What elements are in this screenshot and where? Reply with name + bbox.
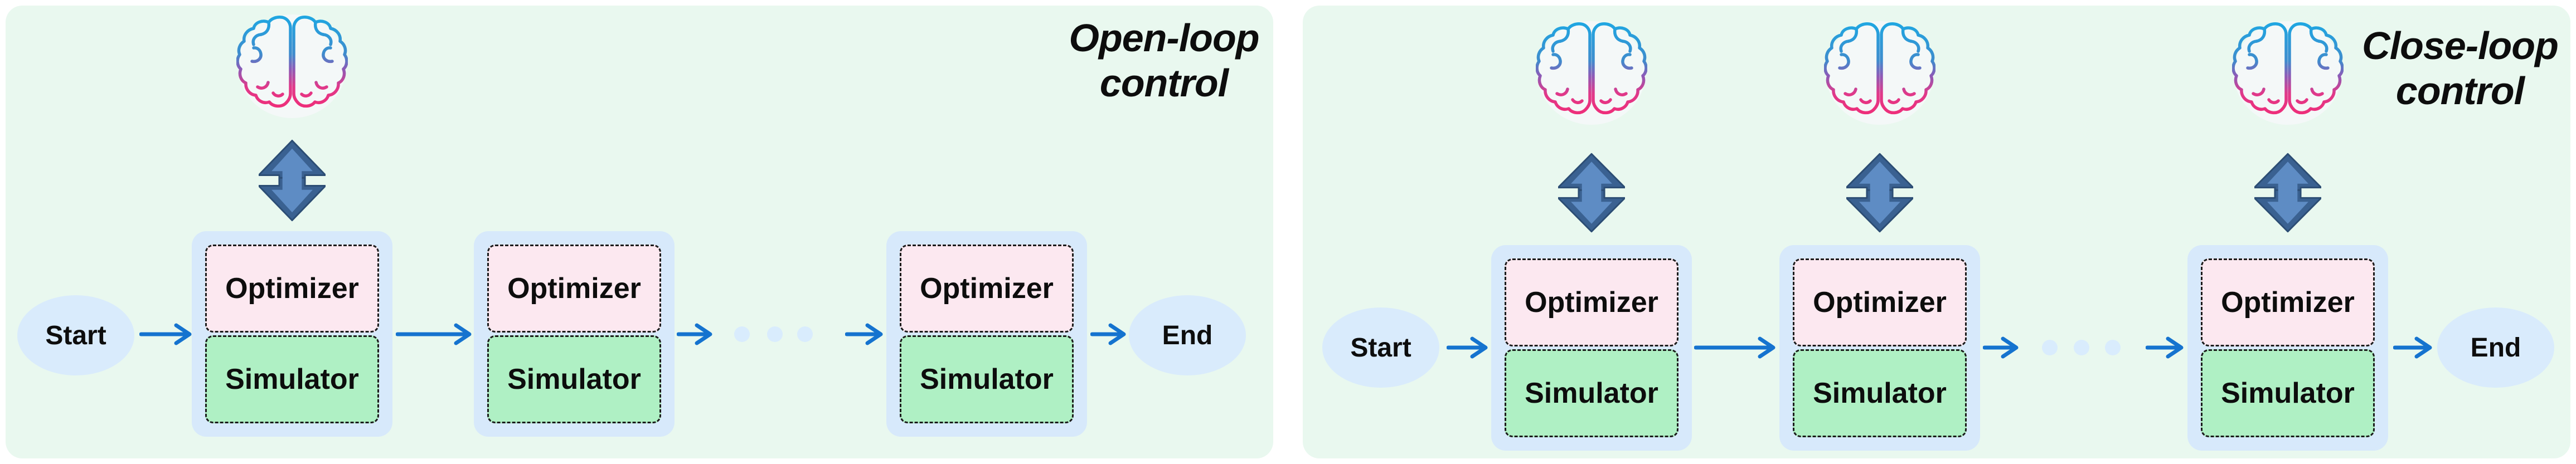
optimizer-box: Optimizer: [487, 245, 661, 333]
end-node: End: [1129, 295, 1246, 375]
panel-title-line1: Close-loop: [2362, 24, 2559, 67]
simulator-box: Simulator: [2201, 349, 2375, 437]
start-node: Start: [17, 295, 134, 375]
simulator-label: Simulator: [225, 363, 359, 395]
flow-arrow: [1447, 336, 1488, 359]
optimizer-label: Optimizer: [920, 272, 1054, 305]
optimizer-box: Optimizer: [1793, 258, 1967, 346]
ellipsis-dot: [2074, 340, 2089, 355]
optimizer-box: Optimizer: [2201, 258, 2375, 346]
simulator-box: Simulator: [205, 335, 379, 423]
start-node: Start: [1322, 307, 1439, 388]
panel-title-line2: control: [1099, 61, 1229, 105]
flow-arrow: [1694, 336, 1775, 359]
optimizer-box: Optimizer: [205, 245, 379, 333]
ellipsis-dot: [797, 326, 813, 342]
panel-title-line1: Open-loop: [1069, 16, 1260, 60]
optimizer-simulator-unit: Optimizer Simulator: [886, 231, 1087, 437]
panel-title: Open-loop control: [1058, 16, 1270, 106]
simulator-box: Simulator: [487, 335, 661, 423]
simulator-label: Simulator: [2221, 377, 2355, 409]
end-node: End: [2437, 307, 2554, 388]
simulator-label: Simulator: [920, 363, 1054, 395]
ellipsis-dot: [2105, 340, 2121, 355]
start-label: Start: [45, 320, 106, 350]
optimizer-simulator-unit: Optimizer Simulator: [2187, 245, 2388, 451]
panel-title-line2: control: [2395, 69, 2525, 113]
flow-arrow: [845, 323, 883, 345]
optimizer-simulator-unit: Optimizer Simulator: [1491, 245, 1692, 451]
simulator-label: Simulator: [507, 363, 641, 395]
ellipsis-dot: [734, 326, 750, 342]
optimizer-box: Optimizer: [900, 245, 1074, 333]
brain-icon: [1536, 18, 1647, 129]
simulator-label: Simulator: [1525, 377, 1658, 409]
optimizer-label: Optimizer: [1525, 286, 1658, 319]
brain-icon: [2232, 18, 2344, 129]
flow-arrow: [2393, 336, 2432, 359]
start-label: Start: [1350, 333, 1411, 363]
panel-title: Close-loop control: [2354, 23, 2566, 114]
optimizer-box: Optimizer: [1505, 258, 1678, 346]
flow-arrow: [139, 323, 192, 345]
flow-arrow: [1983, 336, 2019, 359]
ellipsis-dot: [767, 326, 783, 342]
brain-icon: [1824, 18, 1935, 129]
updown-arrow-icon: [1558, 153, 1625, 233]
flow-arrow: [396, 323, 472, 345]
optimizer-simulator-unit: Optimizer Simulator: [474, 231, 675, 437]
optimizer-label: Optimizer: [225, 272, 359, 305]
updown-arrow-icon: [259, 139, 326, 222]
panel-open-loop: Open-loop control Start Optimizer Simula…: [6, 6, 1273, 458]
optimizer-label: Optimizer: [2221, 286, 2355, 319]
brain-icon: [236, 11, 348, 123]
optimizer-label: Optimizer: [507, 272, 641, 305]
ellipsis-dot: [2042, 340, 2058, 355]
end-label: End: [1162, 320, 1213, 350]
simulator-box: Simulator: [1793, 349, 1967, 437]
flow-arrow: [2146, 336, 2184, 359]
flow-arrow: [677, 323, 712, 345]
simulator-box: Simulator: [900, 335, 1074, 423]
optimizer-simulator-unit: Optimizer Simulator: [1779, 245, 1980, 451]
simulator-box: Simulator: [1505, 349, 1678, 437]
flow-arrow: [1090, 323, 1126, 345]
optimizer-label: Optimizer: [1813, 286, 1947, 319]
panel-close-loop: Close-loop control Start Optimizer Simul…: [1303, 6, 2570, 458]
updown-arrow-icon: [1846, 153, 1913, 233]
simulator-label: Simulator: [1813, 377, 1947, 409]
end-label: End: [2470, 333, 2521, 363]
updown-arrow-icon: [2254, 153, 2321, 233]
optimizer-simulator-unit: Optimizer Simulator: [192, 231, 392, 437]
